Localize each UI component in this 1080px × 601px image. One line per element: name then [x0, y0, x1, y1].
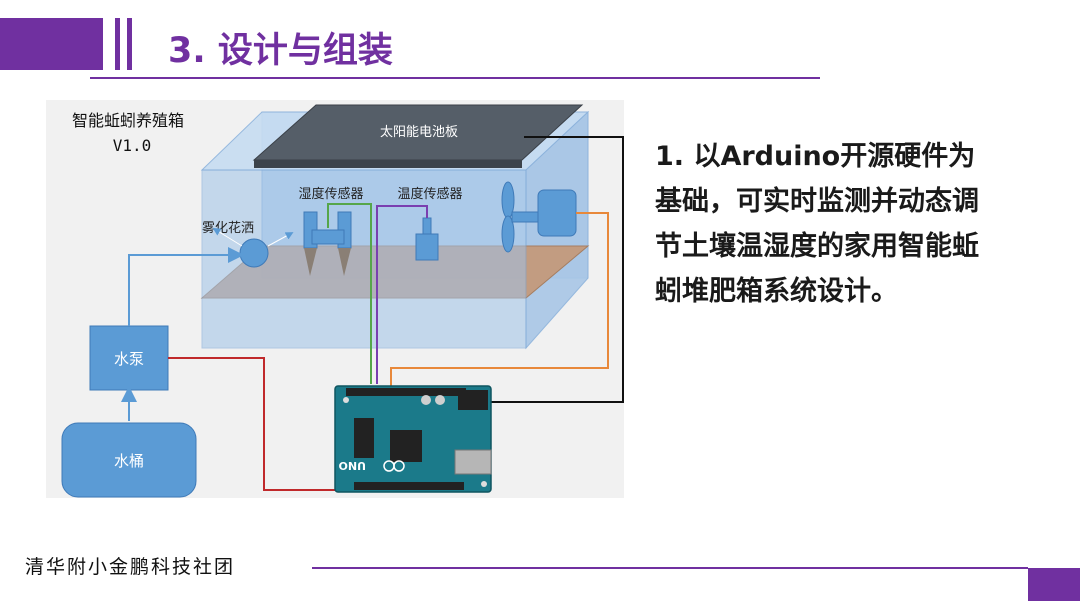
temperature-sensor-label: 温度传感器 [397, 186, 462, 202]
pump-label: 水泵 [114, 350, 144, 368]
slide-title: 3. 设计与组装 [168, 31, 393, 71]
humidity-sensor-label: 湿度传感器 [298, 186, 363, 202]
description-text: 1. 以Arduino开源硬件为基础，可实时监测并动态调节土壤温湿度的家用智能蚯… [655, 141, 979, 307]
system-diagram: 智能蚯蚓养殖箱 V1.0 太阳能电池板 湿度传感器 温度传感器 [46, 100, 624, 498]
sprinkler-icon [239, 238, 269, 268]
header-divider [90, 77, 820, 79]
temperature-sensor-icon [415, 217, 439, 261]
fan-icon [501, 181, 577, 253]
diagram-canvas: 智能蚯蚓养殖箱 V1.0 太阳能电池板 湿度传感器 温度传感器 [61, 104, 624, 498]
diagram-caption: 智能蚯蚓养殖箱 [72, 111, 184, 130]
arduino-board-label: UNO [339, 459, 367, 472]
wire-temperature [376, 205, 428, 384]
header-accent-bar [0, 18, 103, 70]
arduino-board-icon: UNO [334, 385, 492, 493]
sprinkler-label: 雾化花洒 [202, 220, 254, 236]
wire-humidity [327, 203, 372, 384]
humidity-sensor-icon [303, 211, 352, 276]
footer-text: 清华附小金鹏科技社团 [25, 556, 236, 578]
header-stripe [115, 18, 120, 70]
bucket-label: 水桶 [114, 452, 144, 470]
wire-fan [390, 212, 609, 390]
diagram-version: V1.0 [113, 136, 152, 155]
footer-divider [312, 567, 1028, 569]
header-stripe [127, 18, 132, 70]
bucket-box [61, 422, 197, 498]
footer-accent-box [1028, 568, 1080, 601]
wire-solar [484, 136, 624, 403]
solar-panel-label: 太阳能电池板 [380, 125, 458, 140]
wire-pump [168, 357, 346, 491]
